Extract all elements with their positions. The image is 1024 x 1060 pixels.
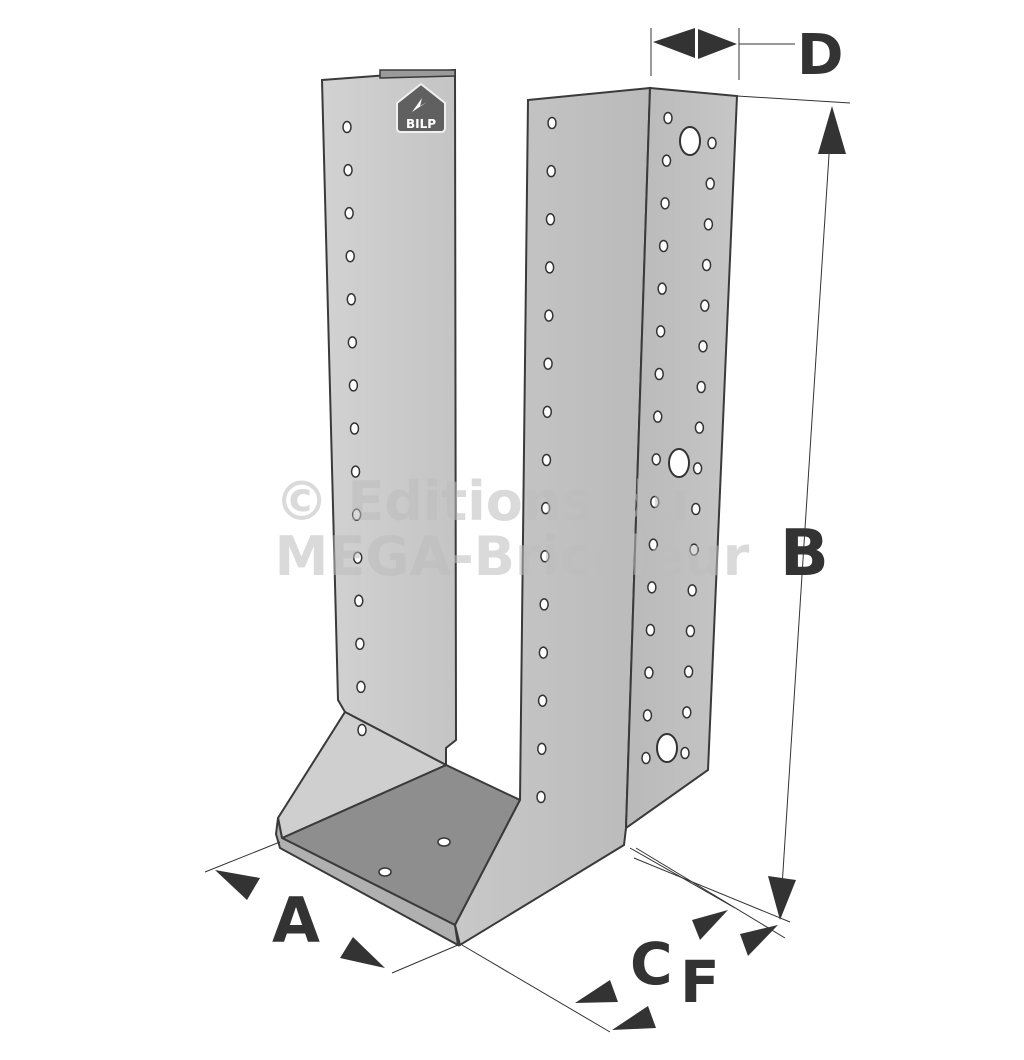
nail-hole (698, 340, 708, 353)
nail-hole (687, 584, 697, 597)
nail-hole (546, 164, 556, 178)
dimension-label-a: A (272, 884, 320, 957)
nail-hole (342, 120, 352, 134)
nail-hole (641, 751, 651, 765)
nail-hole (544, 309, 554, 322)
left-plate-lip (379, 69, 456, 79)
nail-hole (543, 357, 553, 370)
nail-hole (537, 694, 548, 707)
nail-hole (547, 116, 557, 130)
dimension-label-f: F (680, 948, 720, 1016)
nail-hole (541, 453, 552, 467)
nail-hole (644, 666, 654, 679)
dimension-label-c: C (630, 930, 673, 998)
nail-hole (357, 723, 367, 737)
dimension-b-line (779, 107, 833, 919)
nail-hole (701, 258, 712, 272)
nail-hole (682, 706, 692, 719)
nail-hole (691, 502, 701, 516)
nail-hole (696, 380, 706, 394)
nail-hole (648, 538, 659, 551)
nail-hole (660, 197, 670, 210)
nail-hole (545, 213, 556, 226)
dimension-label-b: B (780, 517, 829, 591)
hanger-body (274, 68, 739, 947)
nail-hole (655, 325, 666, 338)
nail-hole (345, 249, 355, 263)
seat-hole (378, 867, 392, 877)
nail-hole (650, 495, 660, 509)
nail-hole (347, 336, 358, 349)
nail-hole (707, 136, 717, 150)
nail-hole (352, 551, 363, 564)
nail-hole (351, 508, 362, 521)
anchor-hole (679, 126, 701, 156)
nail-hole (647, 581, 657, 594)
nail-hole (692, 462, 703, 475)
nail-hole (657, 282, 667, 295)
nail-hole (680, 746, 690, 760)
nail-hole (661, 154, 672, 167)
nail-hole (645, 623, 656, 637)
nail-hole (651, 453, 662, 466)
nail-hole (356, 680, 366, 694)
bilp-logo: BILP (396, 82, 446, 133)
nail-hole (703, 218, 714, 231)
nail-hole (355, 637, 365, 651)
nail-hole (544, 261, 555, 274)
nail-hole (700, 299, 710, 312)
nail-hole (689, 543, 699, 556)
nail-hole (683, 665, 694, 678)
nail-hole (539, 598, 549, 611)
logo-text: BILP (406, 117, 436, 131)
nail-hole (343, 163, 353, 177)
logo-bird-icon (412, 98, 427, 112)
nail-hole (349, 422, 360, 435)
left-plate-holes (342, 120, 367, 737)
nail-hole (537, 742, 547, 756)
left-side-plate (320, 68, 458, 767)
right-plate-holes (536, 116, 557, 804)
watermark-line-2: MEGA-Bricoleur (275, 525, 750, 588)
nail-hole (344, 206, 354, 220)
nail-hole (658, 239, 669, 253)
anchor-hole (656, 733, 678, 763)
seat-hole (437, 837, 451, 847)
nail-hole (694, 421, 705, 434)
nail-hole (354, 594, 364, 608)
dimension-label-d: D (797, 23, 843, 88)
nail-hole (538, 646, 549, 659)
nail-hole (350, 465, 361, 478)
nail-hole (346, 293, 357, 306)
nail-hole (348, 379, 359, 392)
nail-hole (685, 624, 696, 638)
nail-hole (652, 410, 663, 423)
flange-holes (641, 111, 717, 765)
nail-hole (654, 367, 664, 381)
watermark-line-1: © Editions du (275, 470, 690, 533)
nail-hole (663, 111, 673, 125)
nail-hole (705, 177, 715, 190)
dimension-lines (204, 28, 851, 1033)
nail-hole (540, 550, 550, 563)
nail-hole (536, 790, 546, 804)
anchor-hole (668, 448, 690, 478)
nail-hole (642, 709, 653, 722)
nail-hole (540, 501, 551, 515)
nail-hole (542, 405, 553, 419)
